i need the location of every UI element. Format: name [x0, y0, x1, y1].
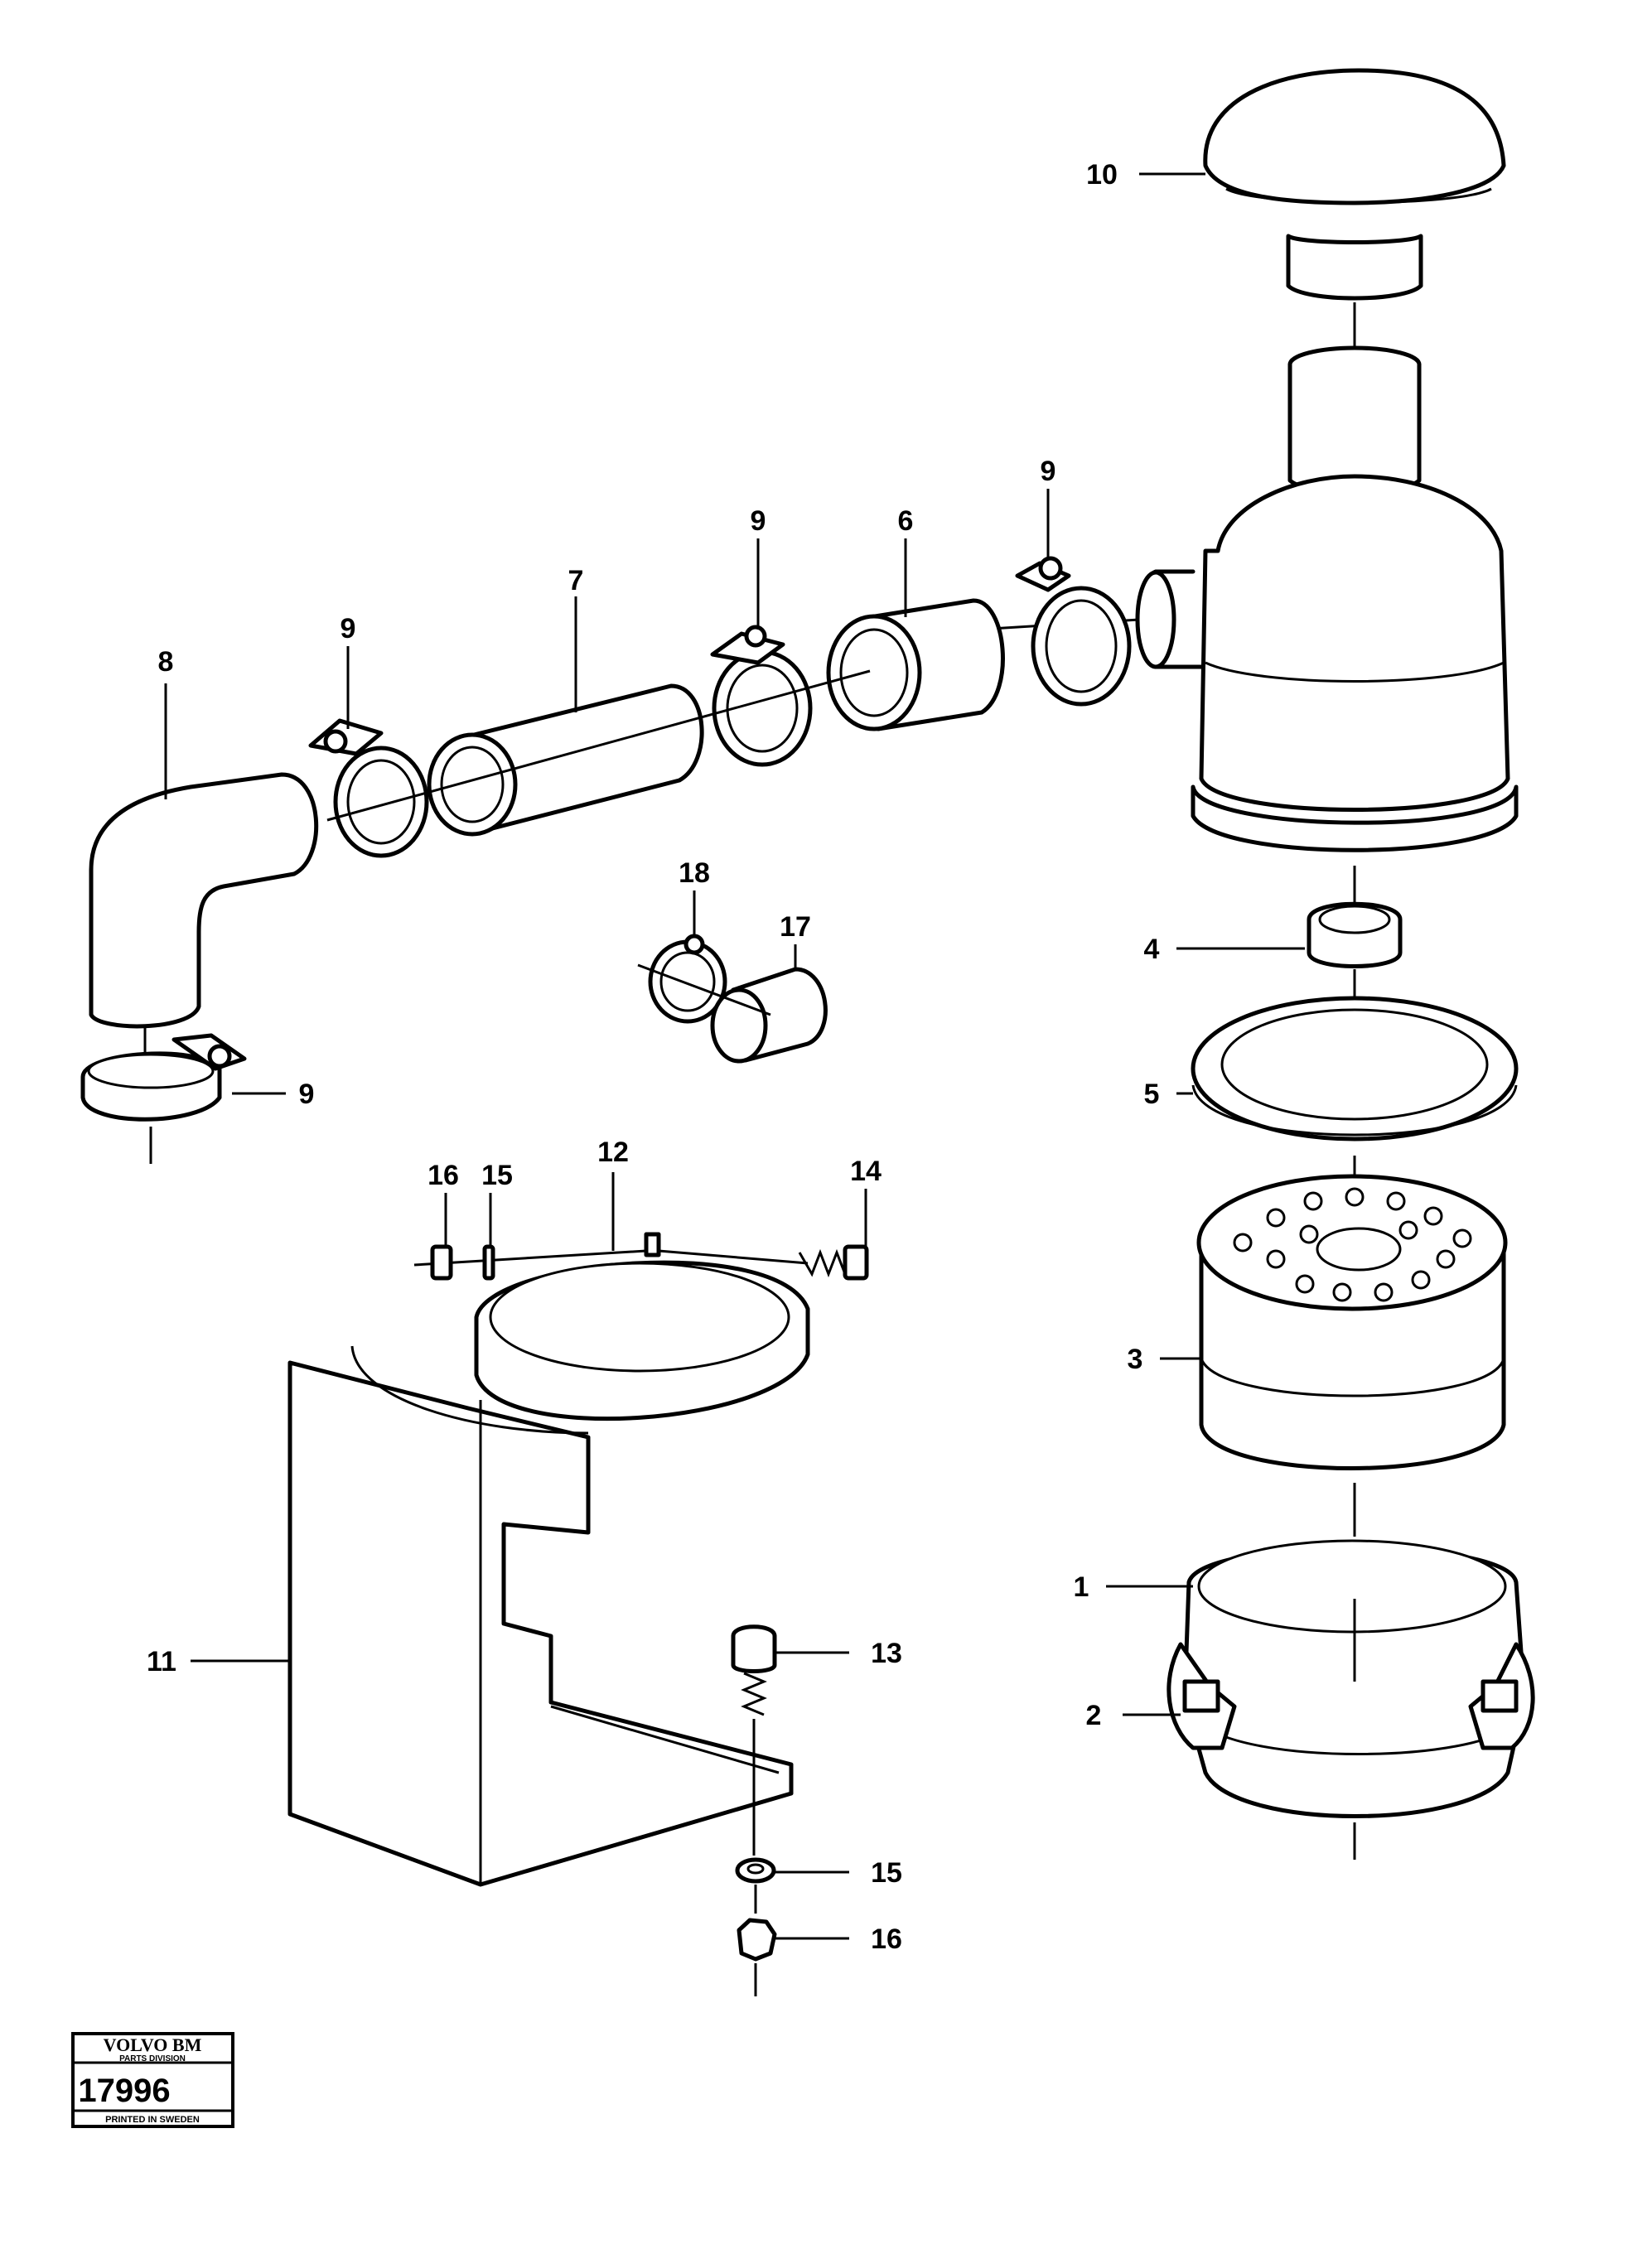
callout-11: 11 [147, 1646, 176, 1677]
callout-13: 13 [871, 1638, 902, 1669]
part-10-rain-cap [1203, 68, 1506, 301]
axis-line-small [637, 963, 771, 1016]
axis-line-hoses [326, 669, 871, 822]
stamp-division: PARTS DIVISION [119, 2054, 186, 2063]
part-9-hose-clamp-left [308, 718, 429, 858]
callout-10: 10 [1086, 159, 1118, 191]
filter-holes [1233, 1187, 1472, 1302]
part-17-small-hose [710, 967, 828, 1064]
callout-15-upper: 15 [481, 1160, 513, 1191]
callout-5: 5 [1144, 1079, 1160, 1110]
part-2-clip-right [1468, 1642, 1535, 1750]
part-8-elbow-hose [89, 772, 319, 1029]
callout-labels: 10 8 9 7 9 6 9 9 18 17 4 5 3 1 2 11 12 1… [147, 159, 1160, 1955]
callout-9-left: 9 [341, 613, 356, 644]
part-16-nut-lower [737, 1918, 777, 1962]
callout-17: 17 [780, 911, 811, 943]
callout-15-lower: 15 [871, 1857, 902, 1889]
callout-8: 8 [158, 646, 174, 678]
callout-9-right: 9 [1041, 456, 1056, 487]
part-2-clip-left [1167, 1642, 1237, 1750]
part-15-washer-upper [482, 1244, 495, 1281]
part-3-filter-element [1196, 1174, 1508, 1470]
part-9-hose-clamp-bottom [80, 1033, 247, 1122]
air-cleaner-housing [1135, 345, 1519, 852]
callout-16-lower: 16 [871, 1923, 902, 1955]
part-6-hose-short [826, 598, 1005, 731]
part-18-small-clamp [648, 934, 727, 1024]
part-16-nut-upper [430, 1244, 453, 1281]
part-7-hose-long [427, 683, 704, 837]
callout-2: 2 [1086, 1700, 1102, 1731]
callout-12: 12 [597, 1137, 629, 1168]
callout-6: 6 [898, 505, 914, 537]
callout-9-bottom: 9 [299, 1079, 315, 1110]
callout-1: 1 [1074, 1571, 1089, 1603]
callout-14: 14 [850, 1156, 882, 1187]
callout-leaders [164, 172, 1305, 1940]
part-9-hose-clamp-middle [710, 625, 813, 767]
callout-18: 18 [679, 857, 710, 889]
callout-7: 7 [568, 565, 584, 596]
part-11-bracket [287, 1345, 794, 1887]
part-9-hose-clamp-right [1015, 556, 1132, 707]
part-5-gasket-ring [1191, 996, 1519, 1141]
part-14-bolt [798, 1244, 869, 1281]
stamp-printed: PRINTED IN SWEDEN [105, 2115, 200, 2125]
stamp-number: 17996 [78, 2073, 170, 2109]
part-13-screw [731, 1624, 777, 1716]
callout-16-upper: 16 [427, 1160, 459, 1191]
callout-4: 4 [1144, 934, 1160, 965]
axis-line-band-left [413, 1249, 647, 1267]
part-15-washer-lower [735, 1857, 776, 1884]
stamp-brand: VOLVO BM [104, 2034, 202, 2055]
callout-3: 3 [1128, 1344, 1143, 1375]
volvo-bm-parts-stamp: VOLVO BM PARTS DIVISION 17996 PRINTED IN… [71, 2032, 234, 2128]
axis-line-band-right [658, 1249, 809, 1265]
callout-9-middle: 9 [751, 505, 766, 537]
part-4-seal-ring [1307, 901, 1403, 968]
part-12-band-clamp [474, 1232, 810, 1421]
